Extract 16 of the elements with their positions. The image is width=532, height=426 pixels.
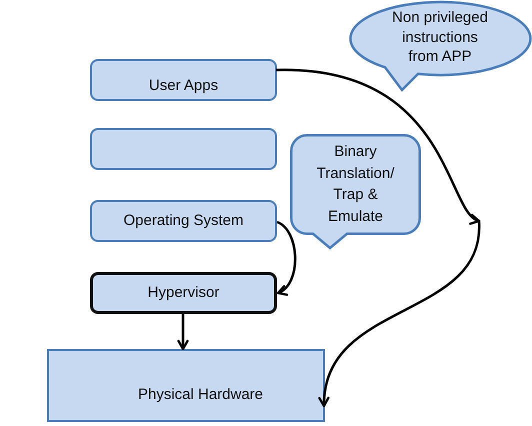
layer-box (90, 59, 277, 101)
node-label: Binary Translation/ Trap & Emulate (316, 142, 396, 226)
node-label: User Apps (148, 76, 218, 96)
speech-bubble (348, 0, 532, 92)
node-label: Physical Hardware (138, 385, 264, 405)
empty-box (90, 128, 277, 170)
node-label: Non privileged instructions from APP (391, 8, 489, 67)
layer-box (90, 272, 277, 314)
arrow (177, 314, 189, 350)
layer-box (47, 349, 325, 422)
arrow (276, 220, 296, 294)
speech-callout (290, 134, 421, 250)
layer-box (90, 200, 277, 242)
arrow (276, 68, 480, 407)
node-label: Hypervisor (148, 283, 220, 303)
node-label: Operating System (123, 211, 244, 231)
